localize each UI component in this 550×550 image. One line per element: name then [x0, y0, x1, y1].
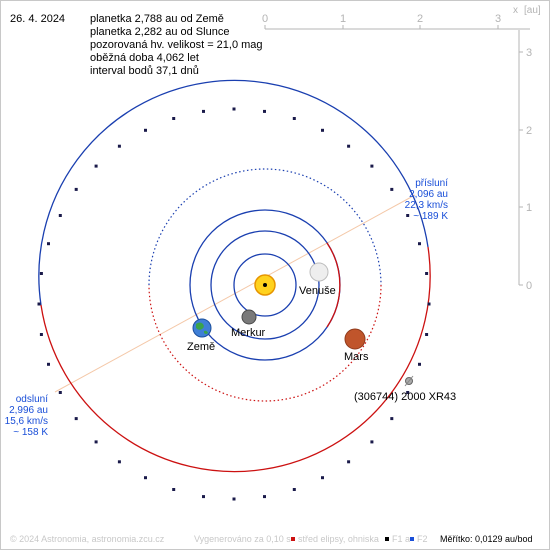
- orbit-point: [47, 362, 50, 366]
- info-period: oběžná doba 4,062 let: [90, 52, 199, 64]
- orbit-point: [39, 272, 43, 275]
- orbit-point: [202, 495, 205, 499]
- mars-orbit-lower: [148, 284, 382, 402]
- info-distance-earth: planetka 2,788 au od Země: [90, 13, 224, 25]
- orbit-point: [172, 117, 176, 120]
- venus-label: Venuše: [299, 285, 336, 297]
- orbit-point: [74, 417, 78, 421]
- orbit-points: [37, 107, 431, 501]
- orbit-point: [406, 391, 410, 394]
- orbit-point: [427, 302, 431, 306]
- y-tick-label: 2: [526, 125, 532, 137]
- venus-planet: [309, 262, 329, 282]
- info-interval: interval bodů 37,1 dnů: [90, 65, 199, 77]
- x-axis-label: x: [513, 5, 518, 16]
- earth-planet: [192, 318, 212, 338]
- perihelion-label: přísluní: [415, 178, 448, 189]
- orbit-point: [347, 144, 351, 148]
- x-tick-label: 3: [495, 13, 501, 25]
- orbit-point: [292, 488, 296, 491]
- orbit-point: [202, 109, 205, 113]
- info-distance-sun: planetka 2,282 au od Slunce: [90, 26, 229, 38]
- earth-label: Země: [187, 341, 215, 353]
- center-legend-label: střed elipsy, ohniska: [298, 534, 379, 544]
- aphelion-distance: 2,996 au: [9, 405, 48, 416]
- date: 26. 4. 2024: [10, 13, 65, 25]
- perihelion-info: přísluní 2,096 au 22,3 km/s ~ 189 K: [405, 178, 449, 222]
- orbit-point: [347, 460, 351, 464]
- orbit-point: [94, 164, 98, 168]
- orbit-point: [390, 417, 394, 421]
- center-legend-marker: [291, 537, 295, 541]
- asteroid-marker: [404, 375, 414, 387]
- orbit-point: [144, 128, 147, 132]
- mercury-planet: [241, 309, 257, 325]
- orbit-point: [144, 476, 147, 480]
- aphelion-speed: 15,6 km/s: [5, 416, 48, 427]
- perihelion-temperature: ~ 189 K: [413, 211, 448, 222]
- orbit-point: [117, 460, 121, 464]
- orbit-point: [58, 391, 62, 394]
- orbit-point: [321, 128, 324, 132]
- orbit-point: [418, 362, 421, 366]
- mercury-orbit: [233, 253, 297, 317]
- earth-orbit-red-arc: [326, 242, 341, 328]
- asteroid-orbit-upper: [38, 79, 429, 306]
- orbit-point: [47, 242, 50, 246]
- asteroid-orbit-lower: [40, 246, 431, 473]
- y-tick-label: 1: [526, 202, 532, 214]
- orbit-point: [232, 497, 236, 501]
- venus-orbit: [210, 230, 320, 340]
- aphelion-temperature: ~ 158 K: [13, 427, 48, 438]
- copyright: © 2024 Astronomia, astronomia.zcu.cz: [10, 534, 165, 544]
- perihelion-speed: 22,3 km/s: [405, 200, 448, 211]
- orbit-point: [292, 117, 296, 120]
- orbit-point: [390, 187, 394, 191]
- orbit-point: [39, 333, 43, 336]
- generated-time: Vygenerováno za 0,10 s: [194, 534, 291, 544]
- orbit-point: [74, 187, 78, 191]
- unit-label: [au]: [524, 5, 541, 16]
- x-tick-label: 2: [417, 13, 423, 25]
- x-axis: 0 1 2 3 x [au]: [262, 5, 541, 30]
- mars-orbit-upper: [148, 168, 382, 286]
- footer: © 2024 Astronomia, astronomia.zcu.cz Vyg…: [10, 534, 533, 544]
- orbit-point: [425, 333, 429, 336]
- y-tick-label: 3: [526, 47, 532, 59]
- sun: [254, 274, 276, 296]
- f2-legend-marker: [410, 537, 414, 541]
- orbit-point: [37, 302, 41, 306]
- asteroid-label: (306744) 2000 XR43: [354, 391, 456, 403]
- orbit-point: [321, 476, 324, 480]
- f1-legend-label: F1 a: [392, 534, 410, 544]
- perihelion-distance: 2,096 au: [409, 189, 448, 200]
- orbit-point: [58, 214, 62, 217]
- f2-legend-label: F2: [417, 534, 428, 544]
- orbit-point: [263, 495, 266, 499]
- orbit-point: [117, 144, 121, 148]
- aphelion-info: odsluní 2,996 au 15,6 km/s ~ 158 K: [5, 394, 49, 438]
- orbit-point: [370, 440, 374, 444]
- aphelion-label: odsluní: [16, 394, 48, 405]
- orbit-point: [263, 109, 266, 113]
- x-tick-label: 0: [262, 13, 268, 25]
- scale-label: Měřítko: 0,0129 au/bod: [440, 534, 533, 544]
- y-axis: 3 2 1 0: [518, 30, 532, 292]
- orbit-point: [418, 242, 421, 246]
- info-magnitude: pozorovaná hv. velikost = 21,0 mag: [90, 39, 263, 51]
- mercury-label: Merkur: [231, 327, 266, 339]
- orbit-point: [425, 272, 429, 275]
- orbit-point: [172, 488, 176, 491]
- orbit-point: [370, 164, 374, 168]
- f1-legend-marker: [385, 537, 389, 541]
- mars-planet: [344, 328, 366, 350]
- mars-label: Mars: [344, 351, 369, 363]
- y-tick-label: 0: [526, 280, 532, 292]
- orbit-point: [94, 440, 98, 444]
- orbit-point: [406, 214, 410, 217]
- x-tick-label: 1: [340, 13, 346, 25]
- orbit-point: [232, 107, 236, 111]
